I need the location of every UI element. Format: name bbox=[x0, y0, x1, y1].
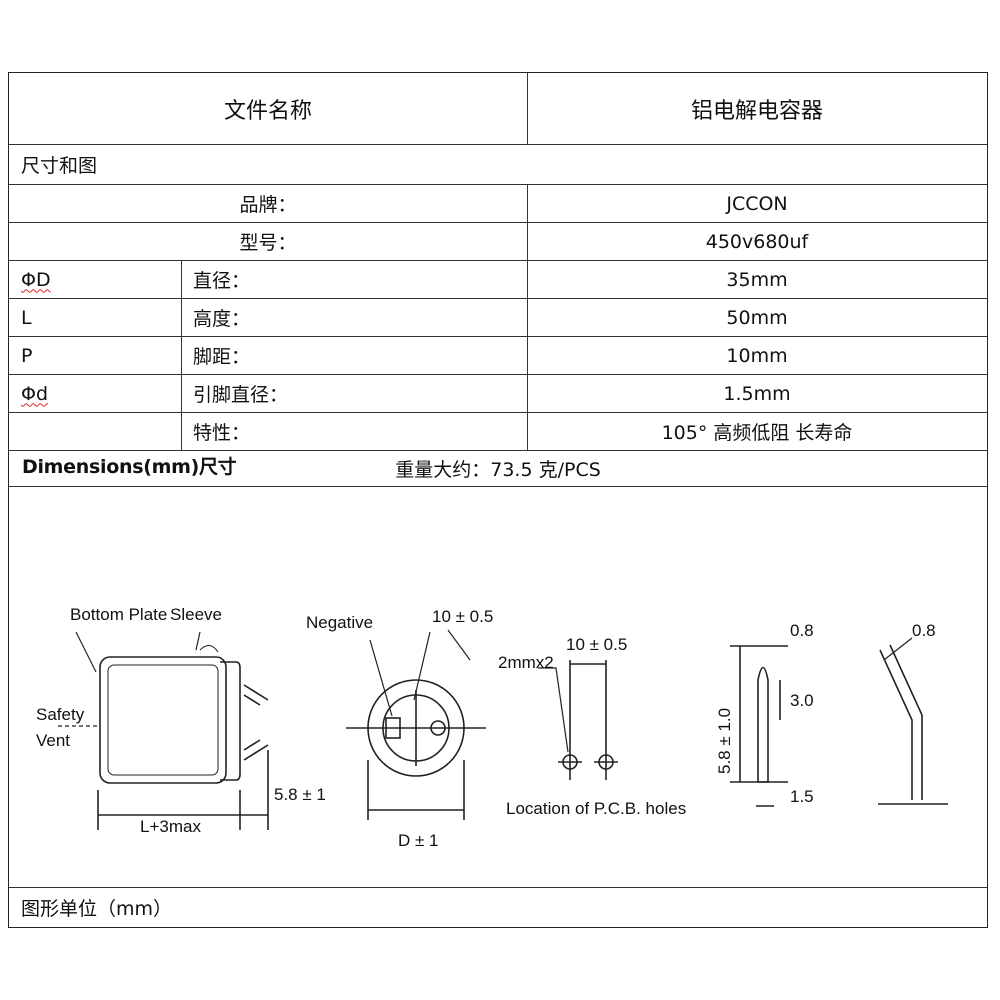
spec-code bbox=[9, 413, 181, 450]
spec-label: 脚距： bbox=[193, 346, 251, 368]
spec-row-feature: 特性： 105° 高频低阻 长寿命 bbox=[9, 413, 987, 451]
spec-sheet: 文件名称 铝电解电容器 尺寸和图 品牌： JCCON 型号： 450v680uf… bbox=[8, 72, 988, 928]
spec-row-pitch: P 脚距： 10mm bbox=[9, 337, 987, 375]
spec-label: 高度： bbox=[193, 308, 251, 330]
weight-row: 重量大约：73.5 克/PCS bbox=[9, 451, 987, 487]
weight-text: 重量大约：73.5 克/PCS bbox=[395, 459, 601, 481]
dimensions-title: Dimensions(mm)尺寸 bbox=[22, 456, 237, 478]
spec-value: 1.5mm bbox=[723, 382, 791, 405]
spec-code: L bbox=[21, 306, 32, 329]
header-row: 文件名称 铝电解电容器 bbox=[9, 73, 987, 145]
spec-label: 直径： bbox=[193, 270, 251, 292]
spec-row-lead-diameter: Φd 引脚直径： 1.5mm bbox=[9, 375, 987, 413]
spec-label: 特性： bbox=[193, 422, 251, 444]
spec-row-model: 型号： 450v680uf bbox=[9, 223, 987, 261]
spec-value: 105° 高频低阻 长寿命 bbox=[661, 422, 853, 444]
header-left: 文件名称 bbox=[223, 98, 312, 124]
footer-row: 图形单位（mm） bbox=[9, 887, 987, 927]
footer-text: 图形单位（mm） bbox=[21, 898, 173, 920]
spec-row-height: L 高度： 50mm bbox=[9, 299, 987, 337]
spec-value: JCCON bbox=[726, 192, 788, 215]
spec-label: 型号： bbox=[239, 232, 297, 254]
spec-label: 品牌： bbox=[239, 194, 297, 216]
header-right: 铝电解电容器 bbox=[690, 98, 823, 124]
spec-code: P bbox=[21, 344, 33, 367]
spec-row-diameter: ΦD 直径： 35mm bbox=[9, 261, 987, 299]
spec-row-brand: 品牌： JCCON bbox=[9, 185, 987, 223]
spec-value: 35mm bbox=[726, 268, 788, 291]
spec-value: 450v680uf bbox=[705, 230, 809, 253]
spec-label: 引脚直径： bbox=[193, 384, 289, 406]
spec-value: 10mm bbox=[726, 344, 788, 367]
spec-code: Φd bbox=[21, 382, 49, 405]
spec-code: ΦD bbox=[21, 268, 51, 291]
section-row: 尺寸和图 bbox=[9, 145, 987, 185]
spec-value: 50mm bbox=[726, 306, 788, 329]
section-title: 尺寸和图 bbox=[21, 155, 98, 177]
